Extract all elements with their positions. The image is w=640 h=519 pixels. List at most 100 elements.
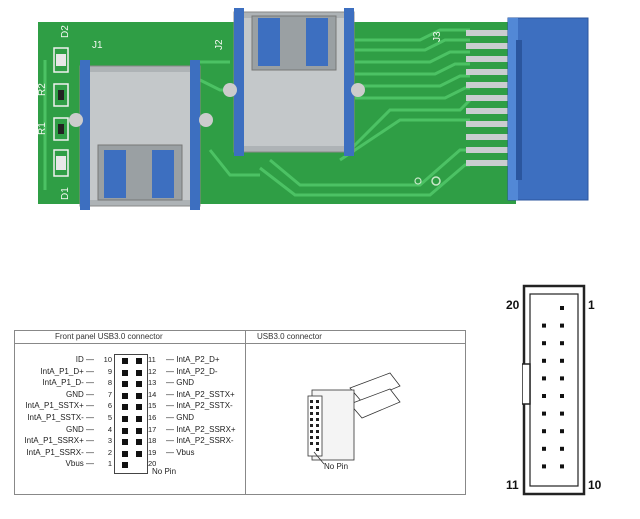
header-pin-dot xyxy=(542,429,546,434)
label-r2: R2 xyxy=(37,83,48,96)
usb3-connector-drawing xyxy=(307,372,401,465)
pin-number-5: 5 xyxy=(107,413,112,422)
pin-label-17: — IntA_P2_SSRX+ xyxy=(166,424,236,434)
header-pin-dot xyxy=(542,411,546,416)
pin-number-6: 6 xyxy=(107,401,112,411)
pin-dot xyxy=(136,450,142,457)
pin-label-10: ID — xyxy=(75,355,94,364)
pin-dot xyxy=(122,404,128,411)
pin-number-7: 7 xyxy=(107,389,112,399)
label-d1: D1 xyxy=(60,187,71,200)
pin-number-2: 2 xyxy=(107,447,112,457)
no-pin-label: No Pin xyxy=(152,467,177,476)
pin-dot xyxy=(136,416,142,422)
front-panel-title: Front panel USB3.0 connector xyxy=(55,332,163,341)
pin-label-19: — Vbus xyxy=(166,447,195,457)
pin-number-18: 18 xyxy=(148,436,157,446)
pin-label-3: IntA_P1_SSRX+ — xyxy=(24,436,94,446)
pin-number-15: 15 xyxy=(148,401,157,411)
usb-port-j1 xyxy=(69,60,213,210)
pin-label-16: — GND xyxy=(166,413,194,422)
usb-port-j2 xyxy=(223,8,365,156)
pin-dot xyxy=(122,358,128,364)
pin-label-11: — IntA_P2_D+ xyxy=(166,355,220,364)
pin-label-18: — IntA_P2_SSRX- xyxy=(166,436,234,446)
header-pin-1-label: 1 xyxy=(588,298,595,312)
resistor-r1 xyxy=(53,117,69,141)
pin-dot xyxy=(136,381,142,388)
header-pin-dot xyxy=(560,464,564,469)
label-d2: D2 xyxy=(60,25,71,38)
usb3-no-pin-label: No Pin xyxy=(324,462,349,471)
header-pin-dot xyxy=(560,411,564,416)
pin-number-11: 11 xyxy=(148,355,156,364)
pin-dot xyxy=(122,450,128,457)
pin-label-12: — IntA_P2_D- xyxy=(166,366,218,376)
header-pin-dot xyxy=(560,429,564,434)
header-pin-20-label: 20 xyxy=(506,298,520,312)
pin-dot xyxy=(136,358,142,364)
pin-dot xyxy=(122,369,128,376)
label-r1: R1 xyxy=(37,122,48,135)
header-pin-dot xyxy=(542,376,546,381)
header-pin-dot xyxy=(560,446,564,451)
pin-dot xyxy=(136,369,142,376)
pin-dot xyxy=(122,462,128,469)
pin-label-15: — IntA_P2_SSTX- xyxy=(166,401,233,411)
pin-number-16: 16 xyxy=(148,413,157,422)
pin-number-1: 1 xyxy=(107,459,112,469)
label-j1: J1 xyxy=(92,40,103,51)
pin-label-8: IntA_P1_D- — xyxy=(42,378,94,388)
led-d1 xyxy=(53,149,69,177)
header-pin-dot xyxy=(542,323,546,328)
pin-number-9: 9 xyxy=(107,366,112,376)
pin-number-17: 17 xyxy=(148,424,157,434)
header-pin-dot xyxy=(560,323,564,328)
header-pin-dot xyxy=(560,358,564,363)
header-pin-11-label: 11 xyxy=(506,478,519,492)
blue-20pin-header xyxy=(507,17,589,201)
led-d2 xyxy=(53,47,69,73)
pin-dot xyxy=(136,404,142,411)
pin-dot xyxy=(122,416,128,422)
pin-number-13: 13 xyxy=(148,378,157,388)
header-pin-dot xyxy=(542,464,546,469)
header-pin-dot xyxy=(560,394,564,398)
header-pin-dot xyxy=(560,376,564,381)
pin-label-4: GND — xyxy=(66,424,94,434)
pin-number-3: 3 xyxy=(107,436,112,446)
resistor-r2 xyxy=(53,83,69,107)
pin-number-4: 4 xyxy=(107,424,112,434)
pin-dot xyxy=(122,427,128,434)
pin-number-12: 12 xyxy=(148,366,157,376)
pin-label-6: IntA_P1_SSTX+ — xyxy=(25,401,94,411)
header-pin-10-label: 10 xyxy=(588,478,602,492)
header-pin-dot xyxy=(542,446,546,451)
header-pin-dot xyxy=(542,341,546,346)
pin-label-1: Vbus — xyxy=(65,459,94,469)
pin-label-7: GND — xyxy=(66,389,94,399)
pin-label-2: IntA_P1_SSRX- — xyxy=(26,447,94,457)
pin-dot xyxy=(136,392,142,399)
header-outline-diagram xyxy=(522,284,586,496)
pin-number-20: 20 xyxy=(148,459,157,469)
pin-label-13: — GND xyxy=(166,378,194,388)
pin-number-8: 8 xyxy=(107,378,112,388)
pin-dot xyxy=(122,392,128,399)
label-j2: J2 xyxy=(214,39,225,50)
pin-dot xyxy=(136,427,142,434)
pin-dot xyxy=(122,381,128,388)
adapter-board-photo: J1 J2 J3 R1 R2 D1 D2 xyxy=(37,8,589,210)
pin-number-14: 14 xyxy=(148,389,157,399)
pinout-table-box: Front panel USB3.0 connector USB3.0 conn… xyxy=(14,330,466,495)
usb3-connector-title: USB3.0 connector xyxy=(257,332,322,341)
pin-label-14: — IntA_P2_SSTX+ xyxy=(166,389,235,399)
pin-label-5: IntA_P1_SSTX- — xyxy=(27,413,94,422)
header-pin-dot xyxy=(542,394,546,398)
pin-label-9: IntA_P1_D+ — xyxy=(40,366,94,376)
header-pin-dot xyxy=(560,341,564,346)
pin-number-19: 19 xyxy=(148,447,157,457)
pin-dot xyxy=(122,439,128,446)
pin-dot xyxy=(136,439,142,446)
header-pins-j3 xyxy=(466,30,510,166)
